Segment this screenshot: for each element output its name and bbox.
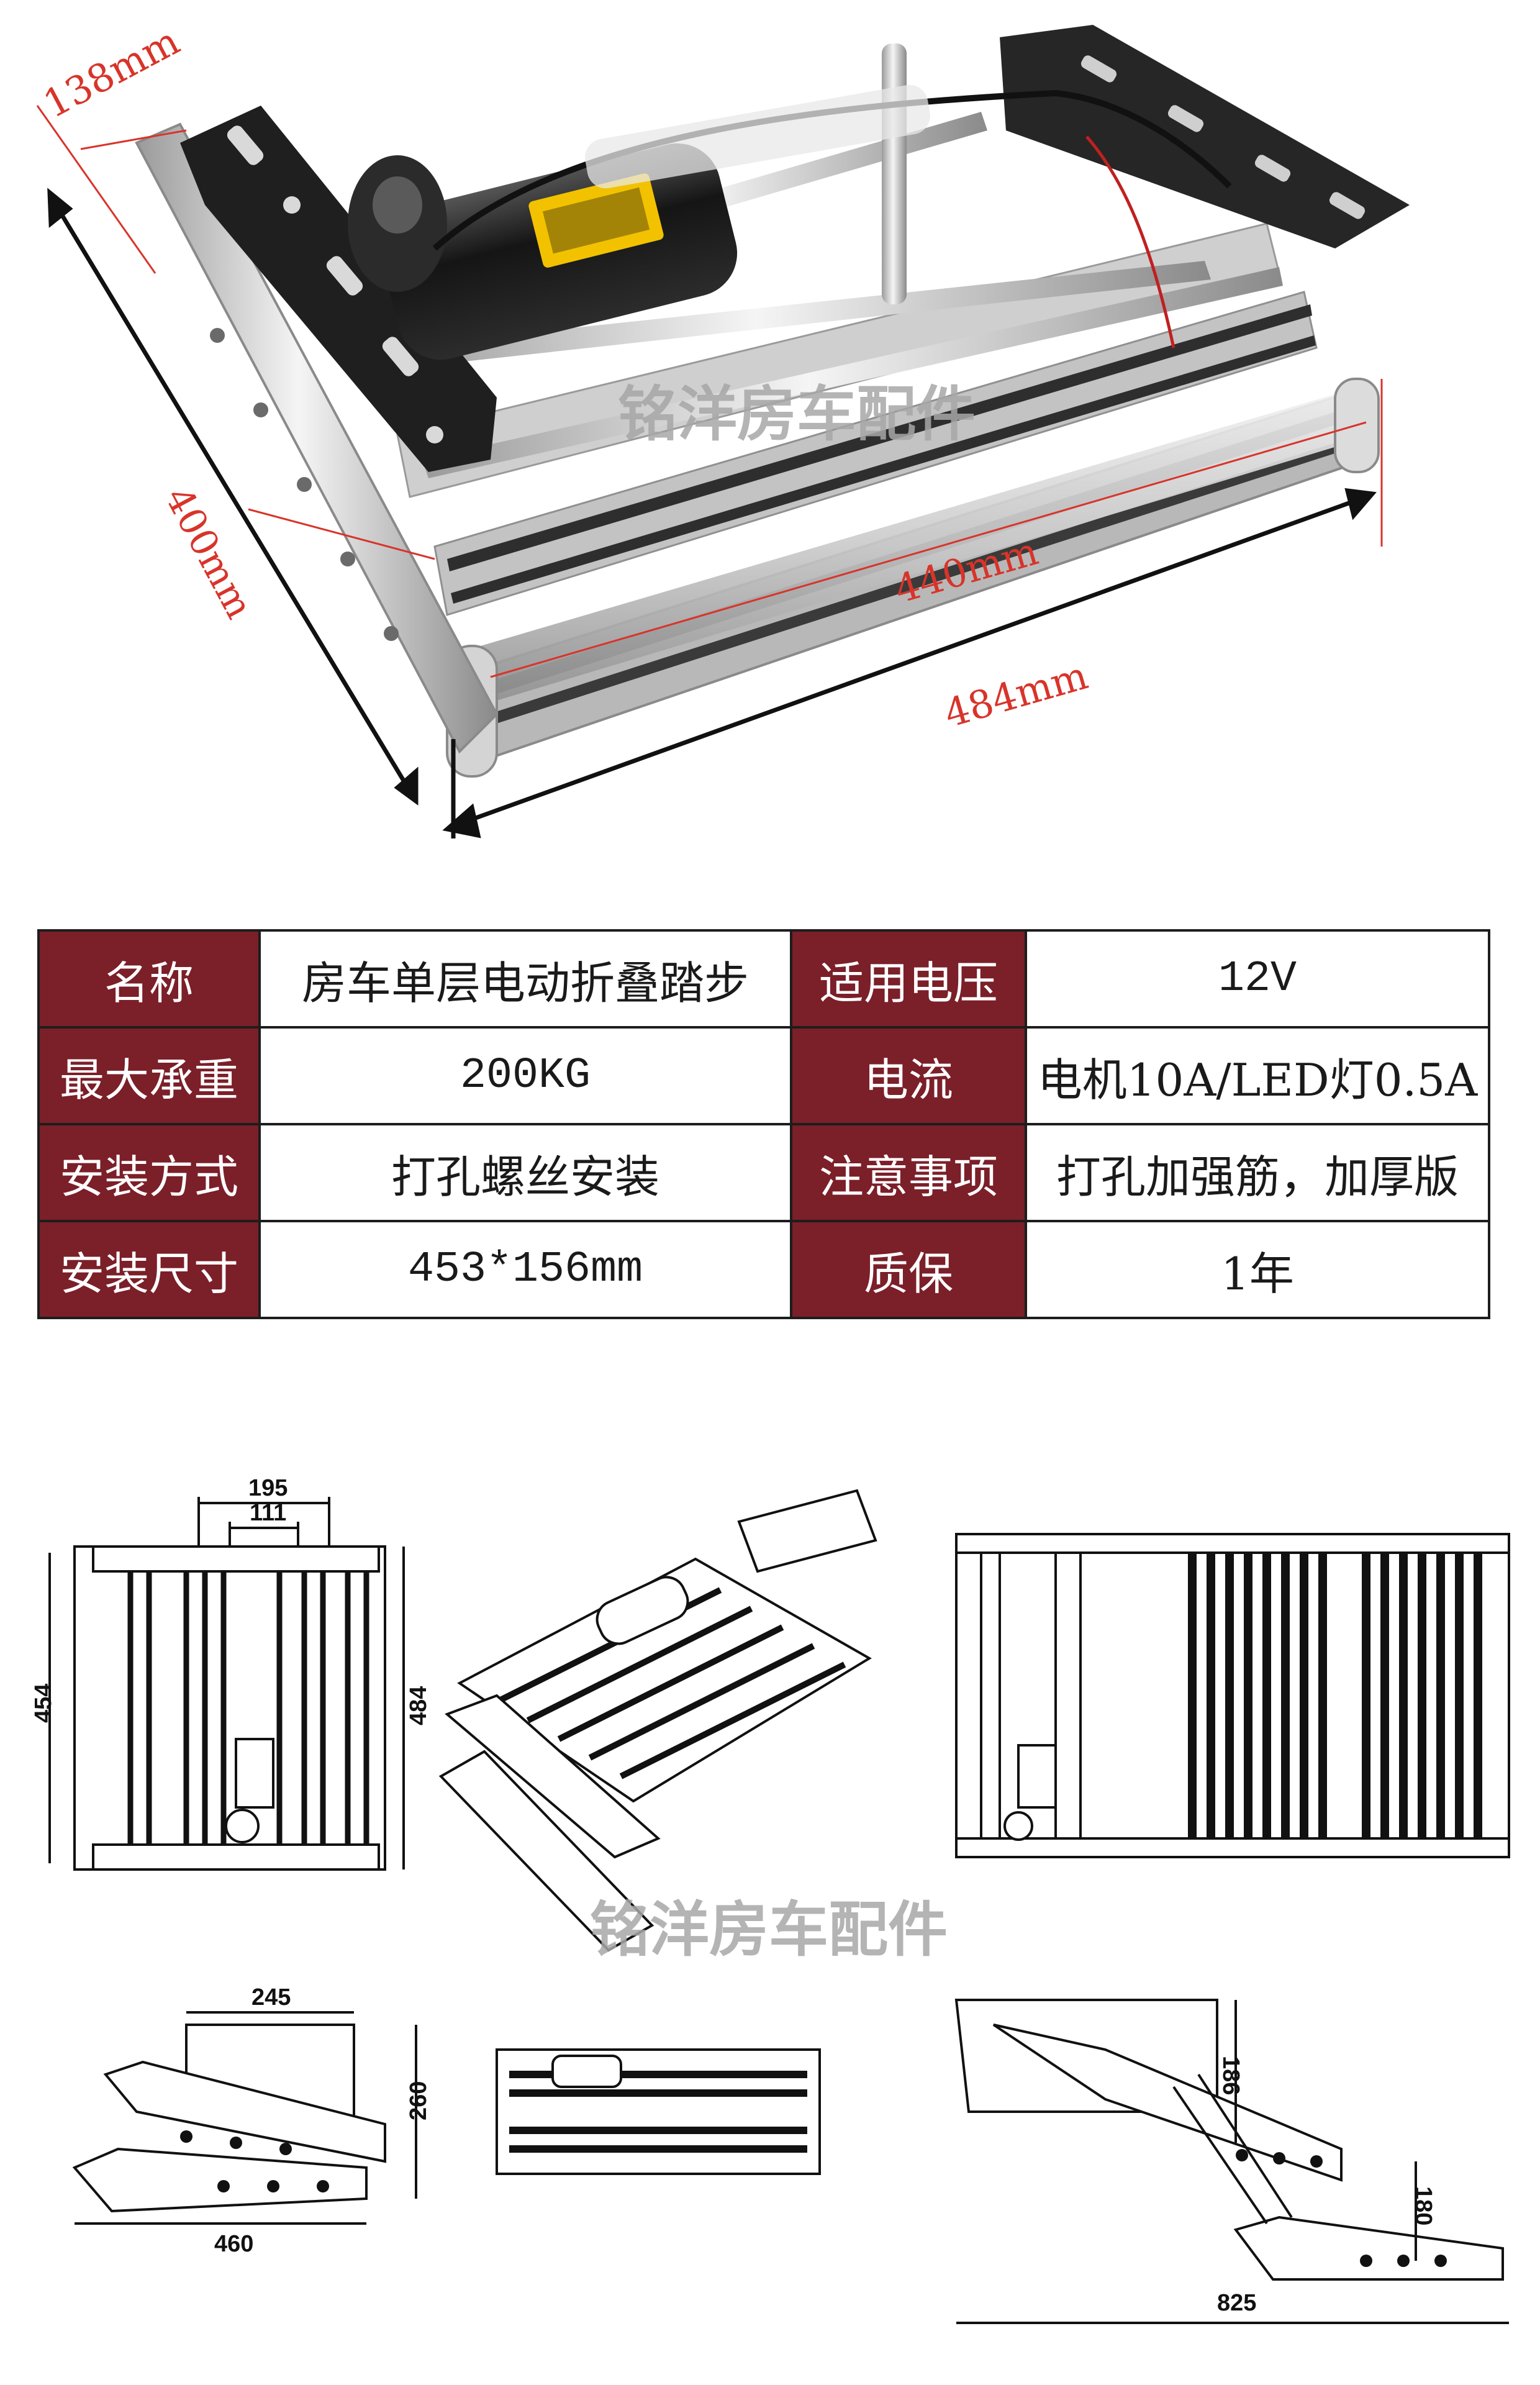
drawing-isometric [438,1489,877,1952]
electric-motor [348,143,738,360]
dim-111: 111 [250,1500,286,1526]
spec-value: 打孔加强筋，加厚版 [1025,1123,1490,1222]
spec-key: 最大承重 [37,1026,261,1125]
gas-spring [585,84,930,189]
drawing-extended-side [954,1999,1509,2324]
dim-484: 484 [405,1686,432,1725]
product-photo: 138mm 400mm 440mm 484mm 铭洋房车配件 [36,18,1410,838]
dim-260: 260 [405,2081,432,2120]
spec-key: 安装尺寸 [37,1220,261,1319]
dim-825: 825 [1217,2290,1256,2316]
drawing-top-view [48,1497,405,1871]
dim-195: 195 [248,1475,288,1501]
dimension-lines [36,105,1383,678]
table-row: 安装尺寸 453*156mm 质保 1年 [37,1220,1490,1319]
front-mount-bracket [180,106,497,472]
drawing-side-view [72,2011,417,2225]
table-row: 名称 房车单层电动折叠踏步 适用电压 12V [37,929,1490,1029]
spec-value: 1年 [1025,1220,1490,1319]
spec-value: 200KG [258,1026,792,1125]
table-row: 最大承重 200KG 电流 电机10A/LED灯0.5A [37,1026,1490,1125]
table-row: 安装方式 打孔螺丝安装 注意事项 打孔加强筋，加厚版 [37,1123,1490,1222]
wire-harness [1085,135,1175,348]
spec-key: 安装方式 [37,1123,261,1222]
front-rail [460,385,1375,708]
technical-drawings: 195 111 454 484 铭洋房车配件 [30,1475,1510,2324]
dim-454: 454 [30,1684,57,1723]
spec-table: 名称 房车单层电动折叠踏步 适用电压 12V 最大承重 200KG 电流 电机1… [37,929,1490,1319]
left-side-rail [135,122,499,754]
rear-mount-bracket [1000,25,1410,248]
outer-dimension-arrows [47,188,1377,838]
dim-484mm: 484mm [940,652,1093,736]
dim-400mm: 400mm [156,480,261,625]
dim-138mm: 138mm [36,18,187,127]
spec-value: 打孔螺丝安装 [258,1123,792,1222]
watermark: 铭洋房车配件 [618,379,976,449]
dim-460: 460 [214,2231,253,2257]
spec-value: 453*156mm [258,1220,792,1319]
drawing-front-view [496,2048,821,2175]
spec-key: 注意事项 [790,1123,1027,1222]
drawing-plan-extended [955,1533,1510,1858]
spec-key: 质保 [790,1220,1027,1319]
dim-180: 180 [1410,2186,1436,2225]
spec-value: 房车单层电动折叠踏步 [258,929,792,1029]
watermark: 铭洋房车配件 [590,1895,948,1965]
spec-key: 名称 [37,929,261,1029]
spec-value: 电机10A/LED灯0.5A [1025,1026,1490,1125]
spec-key: 适用电压 [790,929,1027,1029]
spec-key: 电流 [790,1026,1027,1125]
rail-bolts [210,328,399,641]
dim-186: 186 [1218,2056,1244,2095]
dim-245: 245 [251,1984,291,2010]
spec-value: 12V [1025,929,1490,1029]
